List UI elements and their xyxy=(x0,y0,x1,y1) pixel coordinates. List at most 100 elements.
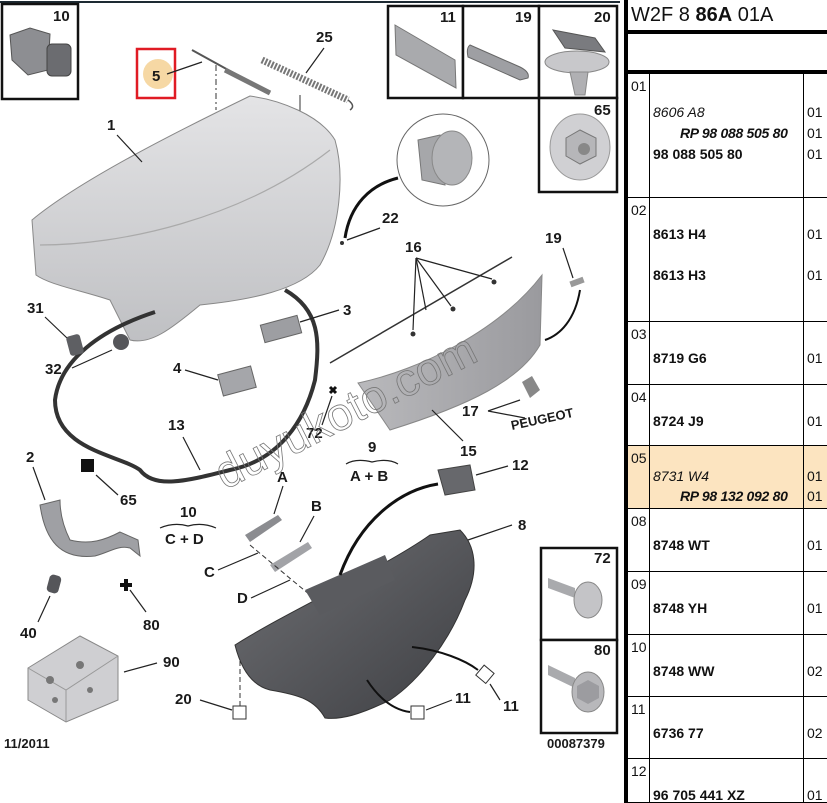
callout-5-highlighted[interactable]: 5 xyxy=(135,47,203,100)
callout-2: 2 xyxy=(26,449,34,466)
callout-A: A xyxy=(277,469,288,486)
quantity: 01 xyxy=(807,125,823,141)
row-quantities: 01 xyxy=(804,572,827,634)
row-references: 8606 A8 RP 98 088 505 80 98 088 505 80 xyxy=(650,74,804,197)
fastener-kit: 90 xyxy=(27,635,180,723)
part-reference[interactable]: 6736 77 xyxy=(653,725,704,741)
row-quantities: 01 xyxy=(804,385,827,445)
callout-90: 90 xyxy=(163,654,180,671)
part-reference[interactable]: 8613 H4 xyxy=(653,226,706,242)
quantity: 01 xyxy=(807,537,823,553)
header-divider xyxy=(628,30,827,34)
inset-box-10[interactable]: 10 xyxy=(0,2,80,101)
callout-32: 32 xyxy=(45,361,62,378)
callout-31: 31 xyxy=(27,300,44,317)
group-9-members: A + B xyxy=(350,468,388,485)
part-reference[interactable]: 8748 YH xyxy=(653,600,708,616)
callout-11a: 11 xyxy=(455,690,471,707)
row-index: 02 xyxy=(628,198,650,321)
inset-group-bottom-right: 72 80 xyxy=(539,546,619,735)
seal-and-latch: 13 3 4 xyxy=(52,288,351,484)
cap-detail-magnifier: 22 xyxy=(340,113,490,245)
callout-72: 72 xyxy=(306,425,323,442)
quantity: 01 xyxy=(807,146,823,162)
callout-8: 8 xyxy=(518,517,526,534)
quantity: 01 xyxy=(807,413,823,429)
exploded-parts-diagram: 10 5 25 1 11 19 20 xyxy=(0,2,619,751)
handle-trim-parts: A B C D xyxy=(204,469,322,607)
row-index: 01 xyxy=(628,74,650,197)
group-10-members: C + D xyxy=(165,531,204,548)
row-references: 96 705 441 XZ xyxy=(650,759,804,803)
quantity: 01 xyxy=(807,600,823,616)
part-reference[interactable]: 8719 G6 xyxy=(653,350,707,366)
part-reference[interactable]: 8748 WT xyxy=(653,537,710,553)
callout-17: 17 xyxy=(462,403,479,420)
row-quantities: 02 xyxy=(804,697,827,758)
callout-19: 19 xyxy=(545,230,562,247)
callout-16: 16 xyxy=(405,239,422,256)
quantity: 01 xyxy=(807,350,823,366)
part-reference[interactable]: 8613 H3 xyxy=(653,267,706,283)
callout-40: 40 xyxy=(20,625,37,642)
row-index: 11 xyxy=(628,697,650,758)
row-index: 10 xyxy=(628,635,650,696)
row-index: 05 xyxy=(628,446,650,508)
inset-label-72: 72 xyxy=(594,550,611,567)
callout-80: 80 xyxy=(143,617,160,634)
row-references: 8748 YH xyxy=(650,572,804,634)
row-index: 03 xyxy=(628,322,650,384)
part-reference[interactable]: 98 088 505 80 xyxy=(653,146,743,162)
row-references: 8748 WW xyxy=(650,635,804,696)
boot-lid-trim: 8 12 20 11 11 xyxy=(175,457,529,720)
callout-13: 13 xyxy=(168,417,185,434)
quantity: 02 xyxy=(807,725,823,741)
spring: 25 xyxy=(260,29,354,115)
svg-text:10: 10 xyxy=(180,504,197,521)
part-reference[interactable]: 8606 A8 xyxy=(653,104,705,120)
callout-4: 4 xyxy=(173,360,182,377)
quantity: 02 xyxy=(807,663,823,679)
diagram-date: 11/2011 xyxy=(4,736,50,751)
part-reference[interactable]: 8748 WW xyxy=(653,663,715,679)
inset-group-top-right: 11 19 20 65 xyxy=(386,4,619,194)
inset-label-10: 10 xyxy=(53,8,70,25)
part-reference[interactable]: 8724 J9 xyxy=(653,413,704,429)
row-references: 6736 77 xyxy=(650,697,804,758)
callout-1: 1 xyxy=(107,117,115,134)
callout-22: 22 xyxy=(382,210,399,227)
callout-15: 15 xyxy=(460,443,477,460)
quantity: 01 xyxy=(807,787,823,803)
row-references: 8613 H4 8613 H3 xyxy=(650,198,804,321)
inset-label-19: 19 xyxy=(515,9,532,26)
callout-65: 65 xyxy=(120,492,137,509)
part-reference[interactable]: 8731 W4 xyxy=(653,468,710,484)
row-references: 8748 WT xyxy=(650,509,804,571)
replacement-part-number[interactable]: RP 98 088 505 80 xyxy=(680,125,788,141)
part-reference[interactable]: 96 705 441 XZ xyxy=(653,787,745,803)
quantity: 01 xyxy=(807,226,823,242)
emblem-text: PEUGEOT xyxy=(510,405,575,433)
replacement-part-number[interactable]: RP 98 132 092 80 xyxy=(680,488,788,504)
callout-5-label: 5 xyxy=(152,68,160,85)
row-quantities: 02 xyxy=(804,635,827,696)
group-9: 9 A + B xyxy=(345,439,399,485)
callout-20: 20 xyxy=(175,691,192,708)
hinge: 2 65 80 40 xyxy=(20,449,160,642)
table-left-border xyxy=(624,0,628,803)
callout-11b: 11 xyxy=(503,698,519,715)
callout-C: C xyxy=(204,564,215,581)
